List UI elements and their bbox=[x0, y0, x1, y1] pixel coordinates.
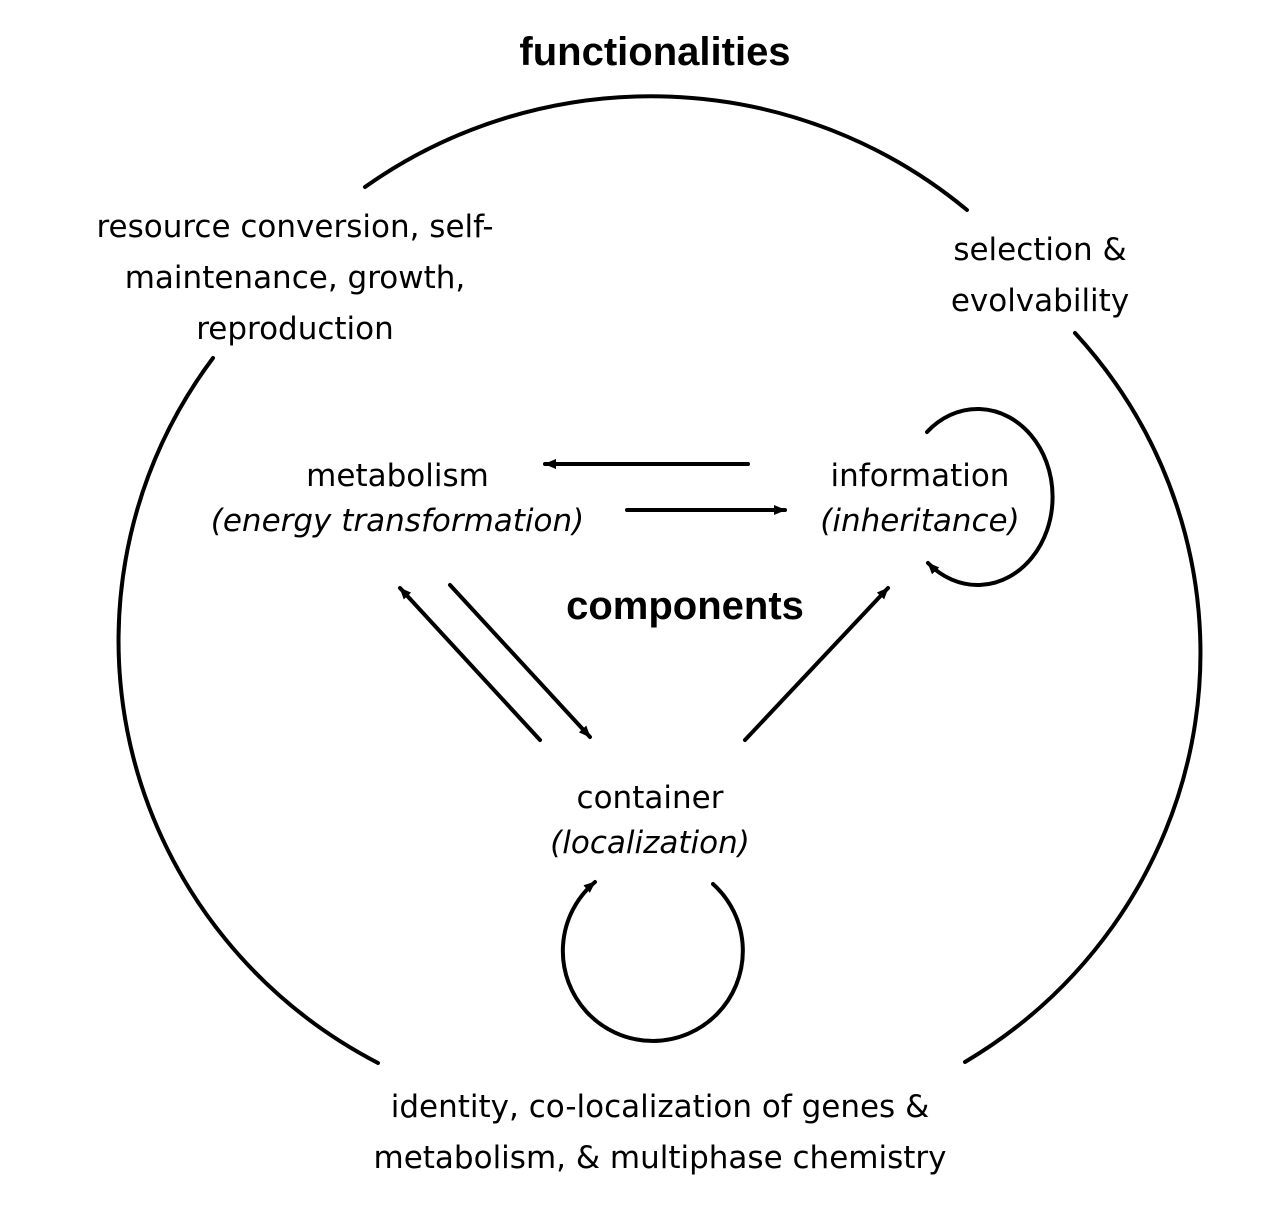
container-role: (localization) bbox=[550, 825, 750, 861]
outer-arc-top bbox=[363, 94, 969, 212]
functionalities-heading: functionalities bbox=[519, 30, 791, 74]
arrow-container-to-metabolism bbox=[398, 586, 542, 742]
functionality-container: identity, co-localization of genes & met… bbox=[300, 1082, 1020, 1184]
information-label: information bbox=[830, 458, 1010, 494]
metabolism-node: metabolism (energy transformation) bbox=[170, 461, 625, 537]
container-node: container (localization) bbox=[520, 783, 780, 859]
functionality-container-line: identity, co-localization of genes & bbox=[390, 1089, 930, 1125]
functionality-container-line: metabolism, & multiphase chemistry bbox=[373, 1140, 947, 1176]
metabolism-role: (energy transformation) bbox=[210, 503, 585, 539]
functionality-information-line: evolvability bbox=[950, 283, 1130, 319]
functionality-information: selection & evolvability bbox=[910, 225, 1170, 327]
functionality-metabolism-line: reproduction bbox=[196, 311, 394, 347]
container-label: container bbox=[576, 780, 724, 816]
functionality-metabolism: resource conversion, self- maintenance, … bbox=[45, 202, 545, 355]
outer-arc-right bbox=[963, 331, 1203, 1064]
information-node: information (inheritance) bbox=[790, 461, 1050, 537]
functionality-metabolism-line: maintenance, growth, bbox=[124, 260, 466, 296]
information-role: (inheritance) bbox=[820, 503, 1020, 539]
metabolism-label: metabolism bbox=[306, 458, 489, 494]
arrow-container-self-loop bbox=[560, 880, 745, 1043]
outer-arc-left bbox=[116, 356, 380, 1065]
arrow-metabolism-to-container bbox=[448, 583, 592, 739]
functionality-information-line: selection & bbox=[953, 232, 1127, 268]
arrow-information-self-loop bbox=[925, 407, 1055, 587]
arrow-container-to-information bbox=[743, 586, 890, 742]
functionality-metabolism-line: resource conversion, self- bbox=[96, 209, 494, 245]
components-heading: components bbox=[566, 584, 804, 628]
